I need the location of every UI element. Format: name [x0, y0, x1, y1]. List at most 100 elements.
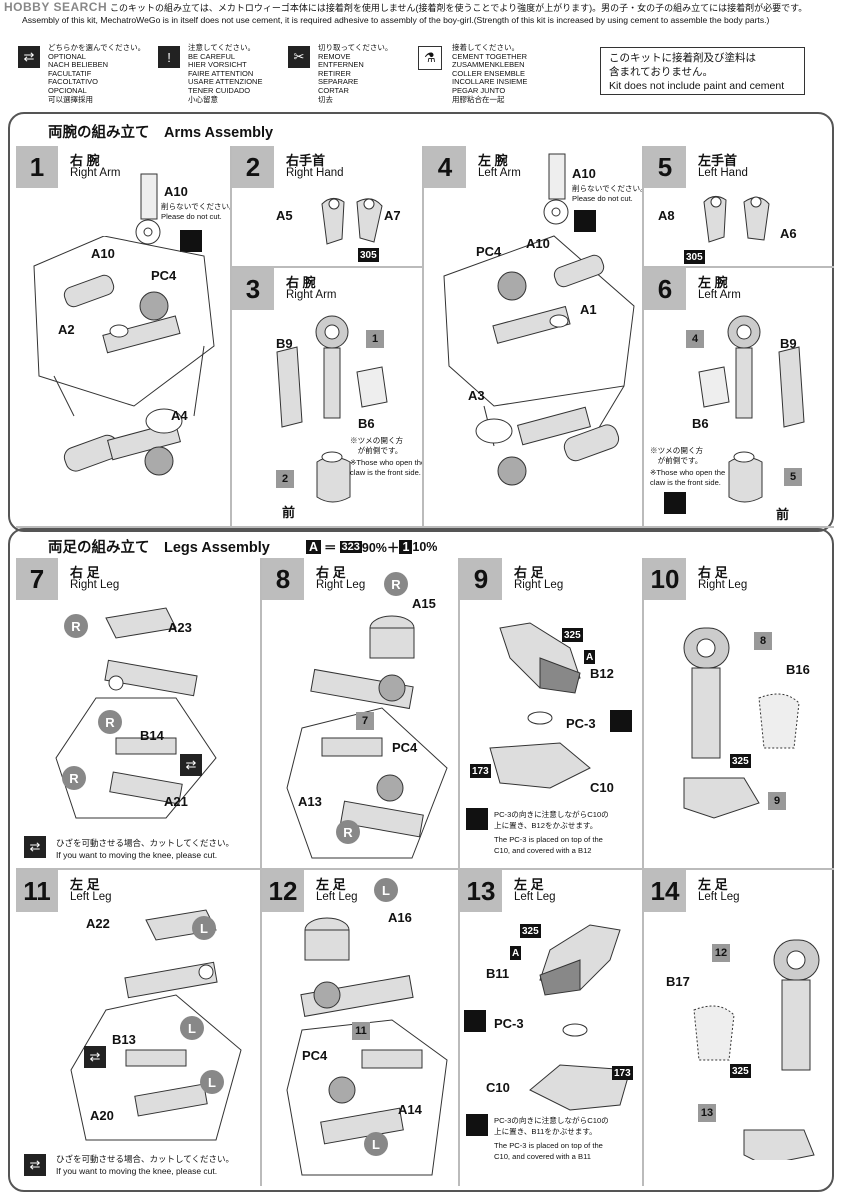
arms-section — [8, 112, 834, 532]
right-marker: R — [64, 614, 88, 638]
step-number: 2 — [232, 146, 274, 188]
label-pc3: PC-3 — [494, 1016, 524, 1031]
label-b11: B11 — [486, 966, 510, 981]
step-number: 13 — [460, 870, 502, 912]
right-marker: R — [98, 710, 122, 734]
step-number: 1 — [16, 146, 58, 188]
leg-drawing — [683, 627, 800, 819]
ref-step-2: 2 — [276, 470, 294, 488]
step-title-jp: 右手首 — [286, 153, 326, 168]
careful-icon — [664, 492, 686, 514]
notice-box: このキットに接着剤及び塗料は 含まれておりません。 Kit does not i… — [600, 47, 805, 95]
label-a22: A22 — [86, 916, 110, 931]
knee-note-en: If you want to moving the knee, please c… — [56, 850, 218, 860]
color-tag-305: 305 — [684, 250, 705, 264]
label-b9: B9 — [780, 336, 797, 351]
color-tag-173: 173 — [470, 764, 491, 778]
watermark: HOBBY SEARCH — [4, 0, 108, 14]
leg-drawing — [693, 939, 820, 1160]
careful-icon — [574, 210, 596, 232]
step-number: 10 — [644, 558, 686, 600]
careful-icon — [466, 1114, 488, 1136]
part-drawing — [135, 173, 161, 245]
header-en: Assembly of this kit, MechatroWeGo is in… — [22, 15, 770, 25]
left-marker: L — [192, 916, 216, 940]
foot-drawing — [529, 924, 631, 1111]
step-14: 14 左 足 Left Leg 12 B17 325 13 — [644, 870, 834, 1186]
right-marker: R — [336, 820, 360, 844]
color-tag-325: 325 — [730, 754, 751, 768]
label-b13: B13 — [112, 1032, 136, 1047]
note: ※ツメの開く方 — [650, 446, 704, 455]
step-7: 7 右 足 Right Leg R A23 R B14 ⇄ R A21 ⇄ ひざ… — [16, 558, 262, 870]
label-b17: B17 — [666, 974, 690, 989]
note: 上に置き、B12をかぶせます。 — [494, 821, 598, 830]
assembly-drawing — [33, 236, 215, 476]
label-a4: A4 — [171, 408, 188, 423]
left-marker: L — [374, 878, 398, 902]
step-title-en: Right Hand — [286, 167, 344, 179]
ref-step-4: 4 — [686, 330, 704, 348]
step-title-jp: 左 足 — [70, 877, 100, 892]
step-title-en: Right Leg — [698, 579, 748, 591]
knee-note-en: If you want to moving the knee, please c… — [56, 1166, 218, 1176]
remove-icon: ✂ — [288, 46, 310, 68]
leg-drawing — [286, 917, 448, 1176]
label-pc4: PC4 — [476, 244, 502, 259]
step-number: 3 — [232, 268, 274, 310]
ref-step-11: 11 — [352, 1022, 370, 1040]
step-title-jp: 左 足 — [316, 877, 346, 892]
step-title-en: Right Leg — [316, 579, 366, 591]
step-13: 13 左 足 Left Leg 325 A B11 PC-3 C10 173 P… — [460, 870, 644, 1186]
step-number: 12 — [262, 870, 304, 912]
part-drawing — [543, 153, 569, 225]
right-marker: R — [62, 766, 86, 790]
step-title-en: Right Leg — [514, 579, 564, 591]
step-1: 1 右 腕 Right Arm A10 削らないでください。 Please do… — [16, 146, 232, 528]
step-title-jp: 左 足 — [698, 877, 728, 892]
ref-step-5: 5 — [784, 468, 802, 486]
label-c10: C10 — [590, 780, 614, 795]
color-tag-a: A — [584, 650, 596, 664]
color-tag-325: 325 — [730, 1064, 751, 1078]
left-marker: L — [200, 1070, 224, 1094]
step-title-jp: 右 腕 — [70, 153, 100, 168]
optional-icon: ⇄ — [24, 836, 46, 858]
note: The PC-3 is placed on top of the — [494, 1141, 603, 1150]
label-a6: A6 — [780, 226, 797, 241]
color-tag-173: 173 — [612, 1066, 633, 1080]
note-en: Please do not cut. — [572, 194, 633, 203]
label-b14: B14 — [140, 728, 164, 743]
label-b9: B9 — [276, 336, 293, 351]
label-a20: A20 — [90, 1108, 114, 1123]
arm-drawing — [698, 315, 805, 503]
hand-drawing — [321, 198, 383, 245]
right-marker: R — [384, 572, 408, 596]
cement-icon: ⚗ — [418, 46, 442, 70]
knee-note-jp: ひざを可動させる場合、カットしてください。 — [56, 1154, 234, 1164]
step-number: 6 — [644, 268, 686, 310]
label-a5: A5 — [276, 208, 293, 223]
hand-drawing — [703, 196, 770, 243]
step-3: 3 右 腕 Right Arm B9 1 B6 ※ツメの開く方 が前側です。 ※… — [232, 268, 424, 528]
color-tag-305: 305 — [358, 248, 379, 262]
step-title-jp: 右 足 — [70, 565, 100, 580]
label-a13: A13 — [298, 794, 322, 809]
note-en: Please do not cut. — [161, 212, 222, 221]
step-5: 5 左手首 Left Hand A8 A6 305 — [644, 146, 834, 268]
step-9: 9 右 足 Right Leg 325 A B12 PC-3 173 C10 P… — [460, 558, 644, 870]
note: ※Those who open the — [350, 458, 424, 467]
step-title-en: Right Arm — [70, 167, 121, 179]
step-title-jp: 左 腕 — [698, 275, 728, 290]
label-b6: B6 — [358, 416, 375, 431]
step-number: 8 — [262, 558, 304, 600]
ref-step-8: 8 — [754, 632, 772, 650]
label-a16: A16 — [388, 910, 412, 925]
optional-icon: ⇄ — [18, 46, 40, 68]
label-a21: A21 — [164, 794, 188, 809]
note: PC-3の向きに注意しながらC10の — [494, 810, 609, 819]
step-title-en: Left Arm — [478, 167, 521, 179]
